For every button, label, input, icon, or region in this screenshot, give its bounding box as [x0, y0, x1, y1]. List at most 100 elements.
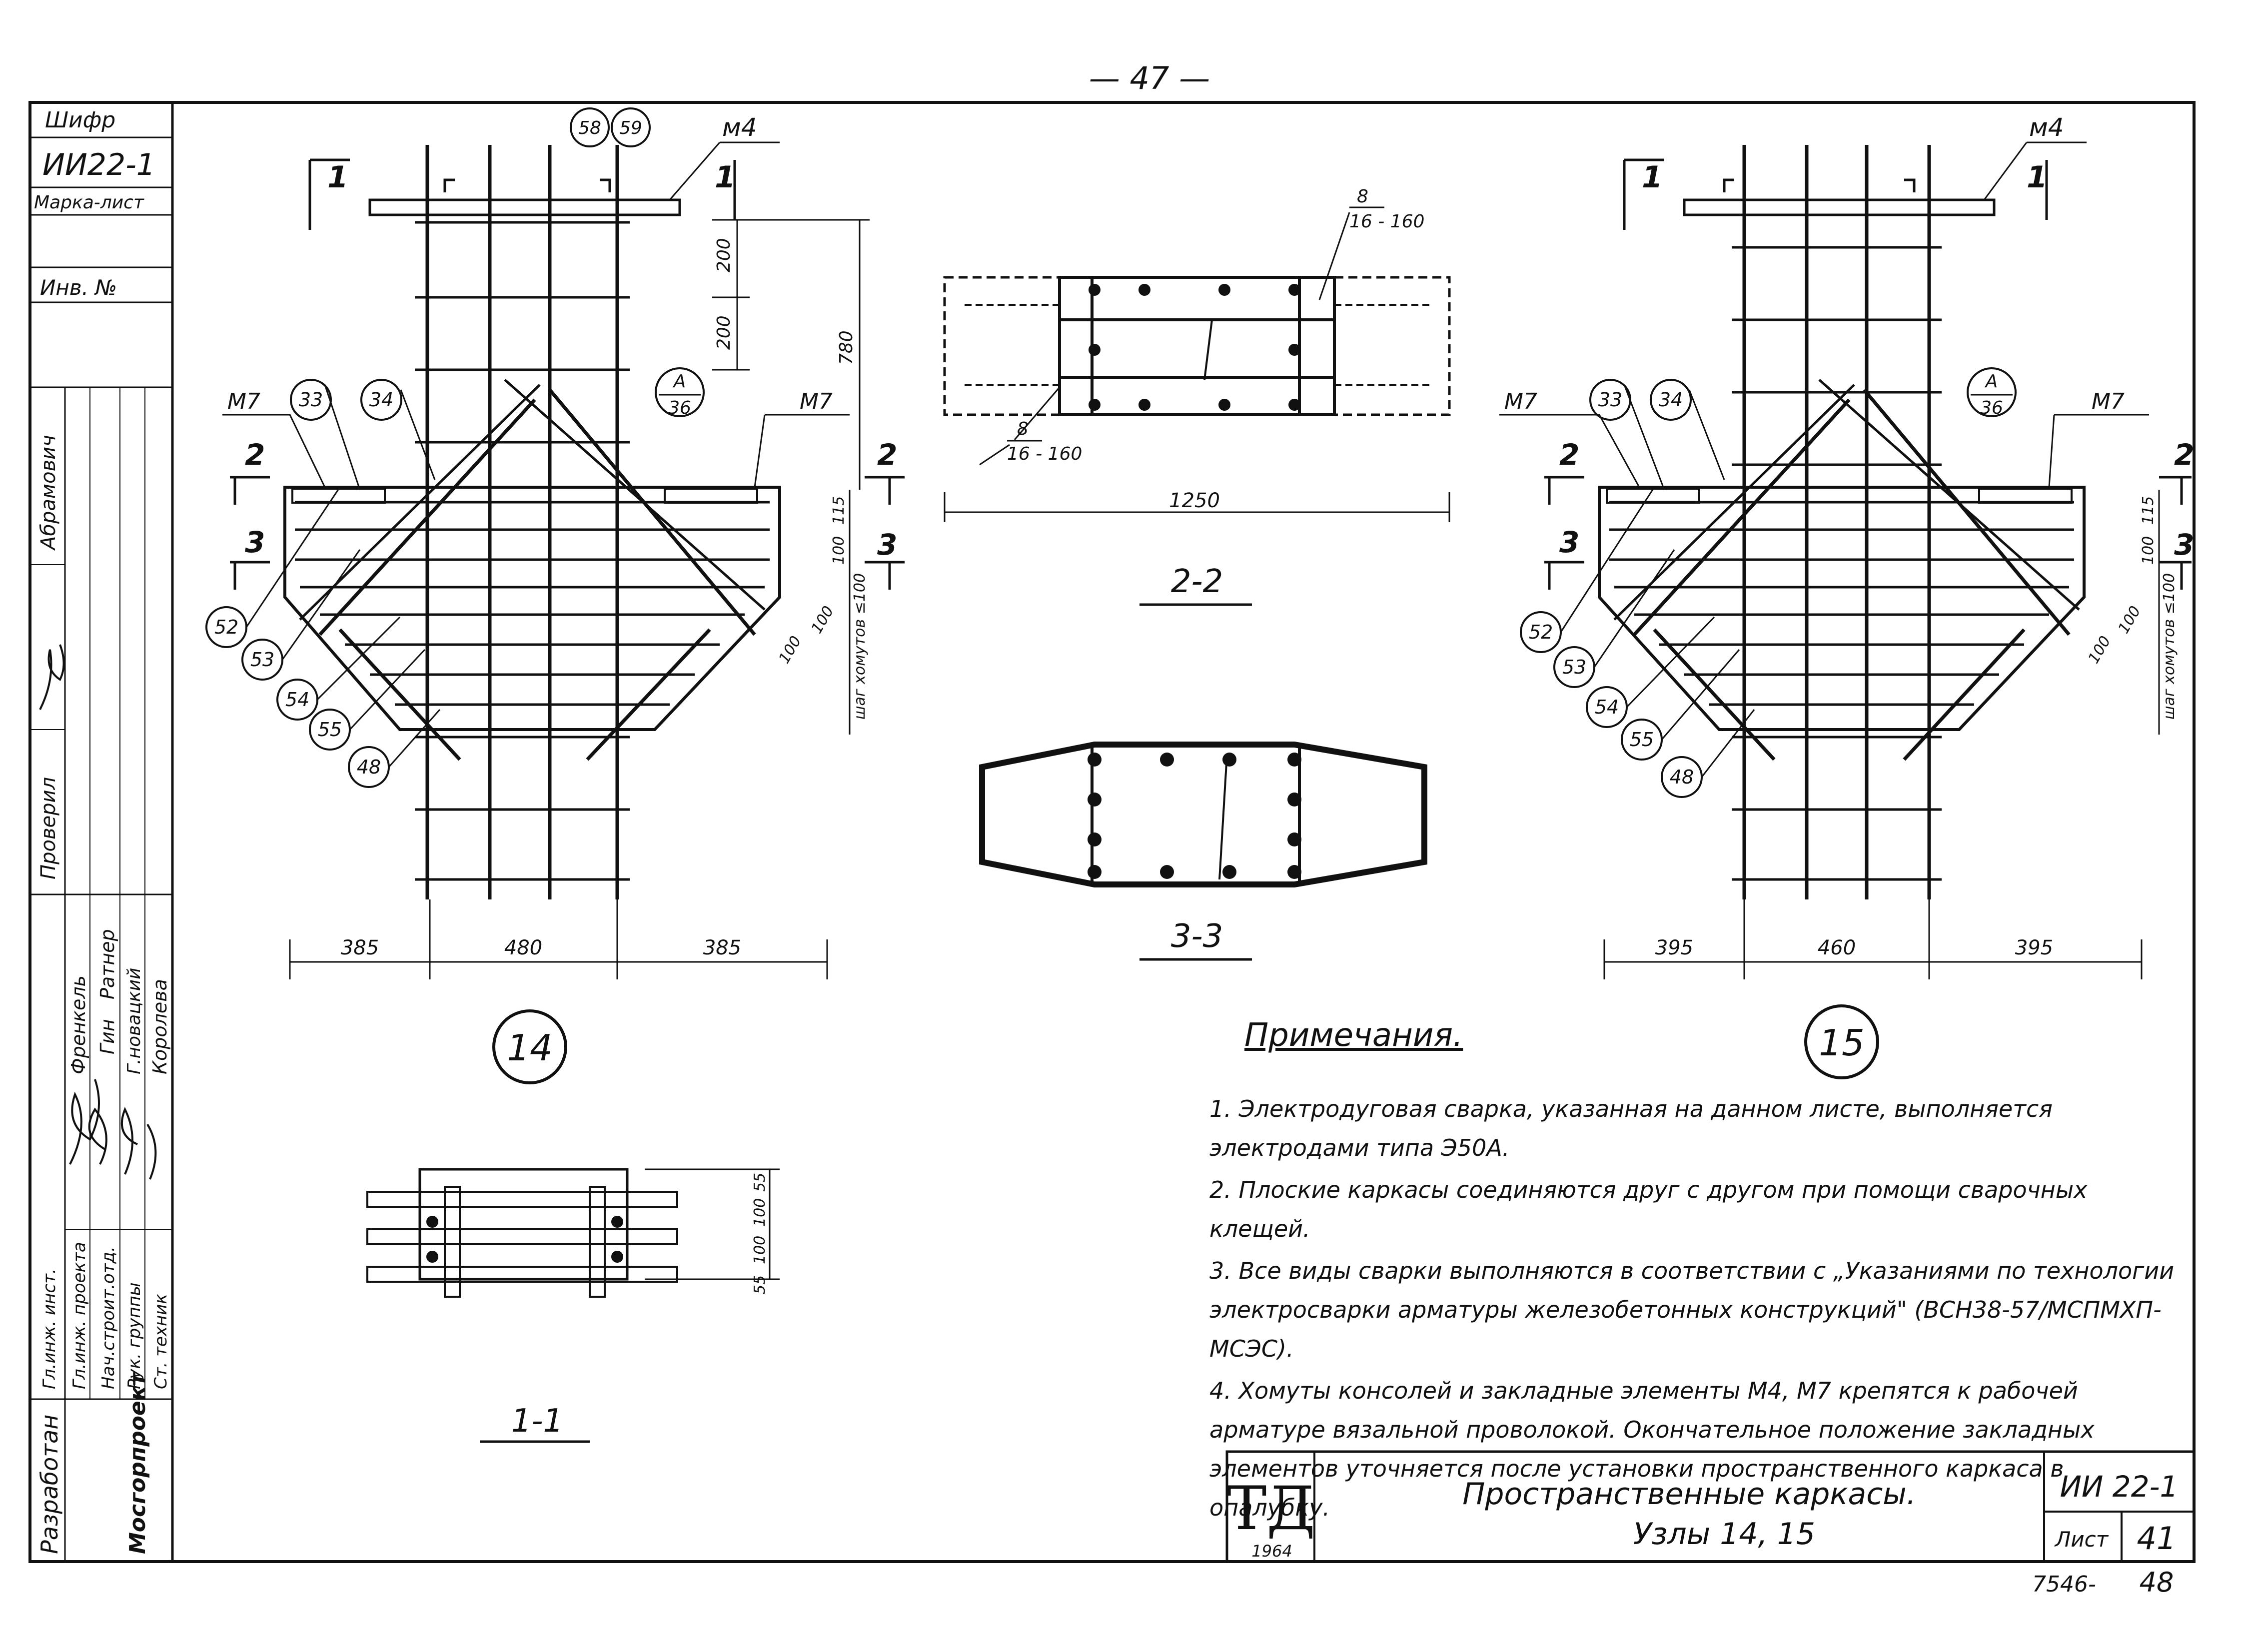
name-gin: Гин — [96, 1019, 118, 1054]
notes-title: Примечания. — [1244, 1017, 1463, 1054]
node-label-circle — [492, 1009, 567, 1084]
node-label-14: 14 — [507, 1027, 553, 1069]
callout: 55 — [1630, 729, 1654, 751]
dim-bottom: 385 — [341, 936, 379, 959]
detail-reference-circle — [655, 367, 705, 417]
role-st-tekhnik: Ст. техник — [151, 1294, 171, 1389]
callout: 52 — [1529, 621, 1553, 643]
title-line-1: Пространственные каркасы. — [1462, 1477, 1916, 1512]
embed-plate-m4 — [368, 198, 681, 216]
note-item: 2. Плоские каркасы соединяются друг с др… — [1209, 1176, 2088, 1242]
element-label-m7: М7 — [227, 389, 260, 414]
note-item: 1. Электродуговая сварка, указанная на д… — [1209, 1095, 2053, 1161]
section-mark-2: 2 — [245, 438, 265, 472]
note-item: 4. Хомуты консолей и закладные элементы … — [1209, 1377, 2095, 1521]
sheet-label: Лист — [2054, 1527, 2109, 1552]
label-razrabotan: Разработан — [36, 1415, 63, 1554]
footer-page: 48 — [2140, 1567, 2174, 1598]
signature-mark — [69, 1079, 107, 1165]
section-mark-3: 3 — [245, 525, 265, 559]
section-label-3-3: 3-3 — [1171, 918, 1223, 955]
dim-bottom: 385 — [703, 936, 741, 959]
section-mark-2: 2 — [877, 438, 897, 472]
detail-ref-top: А — [673, 371, 686, 392]
element-label-m4: м4 — [2029, 113, 2064, 142]
weld-note-den: 16 - 160 — [1007, 444, 1082, 464]
signature-mark — [120, 1107, 157, 1180]
name-ratner: Ратнер — [96, 929, 118, 999]
detail-ref-bottom: 36 — [1980, 398, 2003, 418]
stirrup-step-note: шаг хомутов ≤100 — [2161, 573, 2178, 720]
label-proveril: Проверил — [37, 777, 60, 879]
footer-inventory: 7546- — [2032, 1572, 2096, 1597]
name-frenkel: Френкель — [67, 975, 89, 1074]
role-gl-inzh-inst: Гл.инж. инст. — [39, 1268, 59, 1389]
node-14-drawing: 1 1 2 2 3 3 м4 М7 М7 А 36 58 59 33 34 52… — [205, 107, 905, 1084]
marka-list-label: Марка-лист — [34, 192, 144, 213]
title-line-2: Узлы 14, 15 — [1633, 1517, 1815, 1552]
section-mark-1: 1 — [2027, 160, 2048, 195]
section-label-1-1: 1-1 — [511, 1403, 564, 1440]
name-koroleva: Королева — [149, 979, 171, 1074]
element-label-m7: М7 — [2092, 389, 2125, 414]
section-mark-1: 1 — [1642, 160, 1663, 195]
section-mark-2: 2 — [2174, 438, 2194, 472]
section-label-2-2: 2-2 — [1171, 563, 1223, 600]
role-gl-inzh-proekta: Гл.инж. проекта — [69, 1242, 89, 1389]
dim-bottom: 480 — [504, 936, 542, 959]
org-mosgorproekt: Мосгорпроект — [125, 1372, 150, 1554]
element-label-m7: М7 — [800, 389, 833, 414]
dim-vertical: 55 — [751, 1275, 769, 1294]
inv-label: Инв. № — [40, 275, 117, 300]
section-mark-3: 3 — [877, 528, 897, 562]
doc-code: ИИ 22-1 — [2060, 1470, 2179, 1504]
sheet-frame — [28, 101, 2196, 1563]
role-ruk-gruppy: Рук. группы — [124, 1282, 144, 1389]
sheet-number: 41 — [2137, 1520, 2177, 1557]
callout: 55 — [318, 719, 342, 741]
callouts-node14: 58 59 33 34 52 53 54 55 48 — [205, 107, 651, 788]
dim-vertical: 100 — [751, 1198, 769, 1227]
weld-note-num: 8 — [1357, 186, 1368, 207]
callout: 58 — [578, 118, 601, 138]
name-novatsky: Г.новацкий — [124, 968, 144, 1074]
callout: 54 — [285, 689, 309, 711]
callout: 53 — [1562, 656, 1586, 678]
year: 1964 — [1251, 1542, 1292, 1561]
dim-vertical: 55 — [751, 1173, 769, 1192]
dim-vertical: 100 — [2140, 536, 2157, 565]
detail-ref-top: А — [1985, 371, 1998, 392]
callout: 34 — [369, 389, 393, 411]
element-label-m7: М7 — [1504, 389, 1537, 414]
signature-mark — [39, 644, 65, 710]
callout: 48 — [357, 756, 381, 778]
section-3-3: 3-3 — [979, 742, 1427, 961]
callout: 48 — [1670, 766, 1694, 788]
dim-bottom: 460 — [1818, 936, 1856, 959]
page-number: — 47 — — [1089, 60, 1210, 96]
callout: 52 — [214, 616, 238, 638]
title-block: ТД 1964 Пространственные каркасы. Узлы 1… — [1225, 1450, 2196, 1598]
dim-diagonal: 100 — [2115, 603, 2145, 637]
callout: 54 — [1595, 696, 1619, 718]
detail-ref-bottom: 36 — [668, 398, 691, 418]
callouts-node15: 33 34 52 53 54 55 48 — [1520, 379, 1755, 798]
notes-list: 1. Электродуговая сварка, указанная на д… — [1209, 1089, 2184, 1530]
node-15-drawing: 1 1 2 2 3 3 м4 М7 М7 А 36 33 34 52 53 54… — [1499, 113, 2194, 1079]
role-nach-otd: Нач.строит.отд. — [98, 1246, 118, 1389]
section-width-dim: 1250 — [1169, 489, 1220, 512]
section-mark-1: 1 — [715, 160, 736, 195]
node-label-15: 15 — [1819, 1022, 1865, 1064]
callout: 33 — [299, 389, 323, 411]
element-label-m4: м4 — [722, 113, 757, 142]
dim-vertical: 115 — [2140, 496, 2157, 525]
name-abramovich: Абрамович — [37, 435, 60, 551]
section-mark-3: 3 — [2174, 528, 2194, 562]
console-outline — [283, 486, 781, 731]
dim-vertical: 100 — [751, 1236, 769, 1264]
side-stamp: Шифр ИИ22-1 Марка-лист Инв. № Абрамович … — [30, 107, 172, 1562]
callout: 53 — [250, 649, 274, 671]
section-2-2: 8 16 - 160 8 16 - 160 1250 2-2 — [943, 186, 1451, 606]
dim-bottom: 395 — [1655, 936, 1693, 959]
